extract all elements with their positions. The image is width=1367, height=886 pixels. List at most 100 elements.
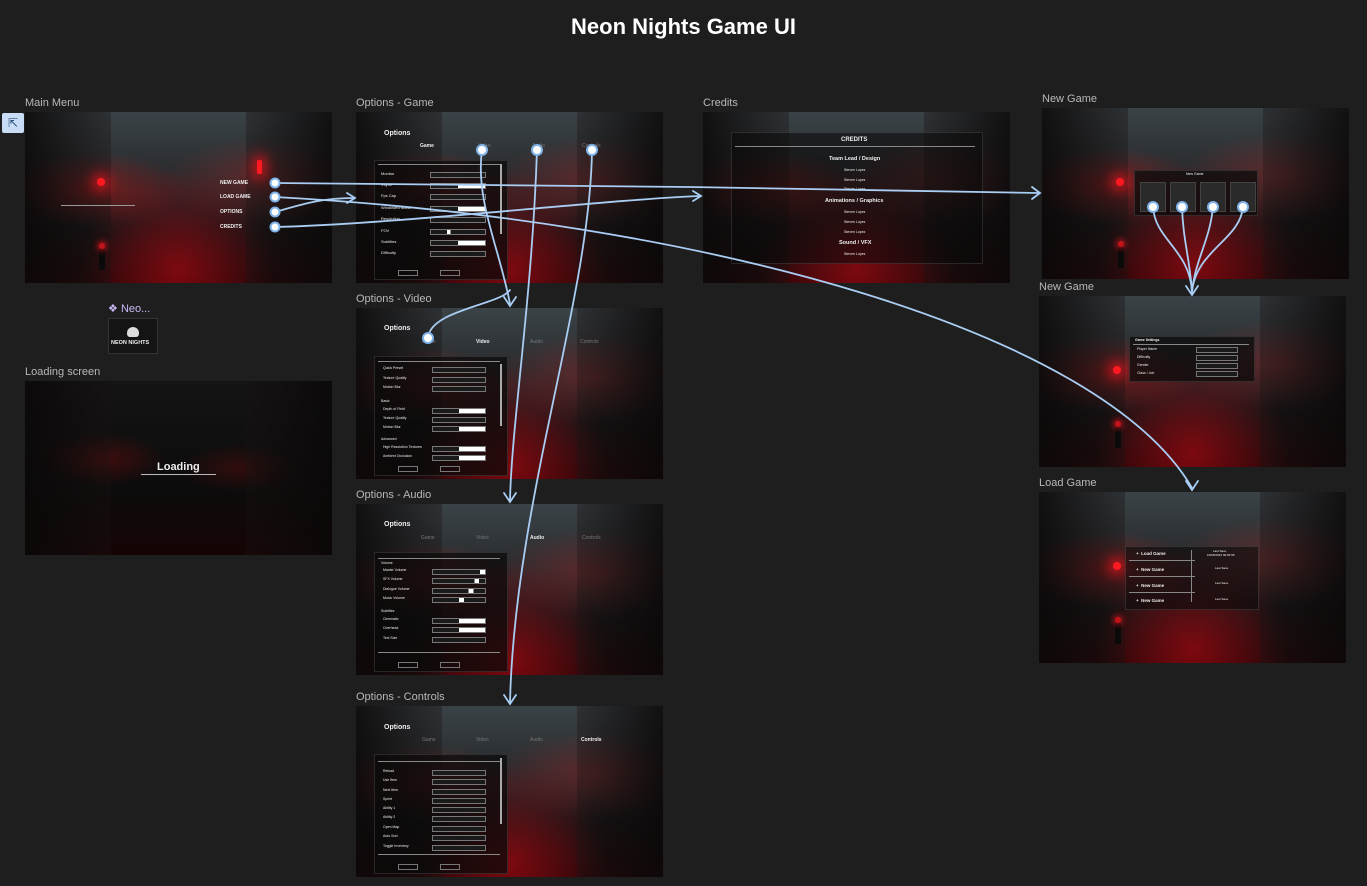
- tab-audio[interactable]: Audio: [530, 535, 545, 541]
- frame-label-new-game: New Game: [1039, 281, 1095, 293]
- option-row: Ambient Occlusion: [383, 454, 413, 458]
- option-row: Subtitles: [381, 609, 395, 613]
- credits-section: Animations / Graphics: [825, 198, 884, 204]
- reset-button[interactable]: [398, 466, 418, 472]
- reset-button[interactable]: [398, 662, 418, 668]
- options-game-frame[interactable]: Options Game Video Audio Controls Monito…: [356, 112, 663, 283]
- edit-cursor-icon[interactable]: ⇱: [2, 113, 24, 133]
- save-slot-title: Last Save: [1213, 549, 1227, 553]
- options-video-frame[interactable]: Options Game Video Audio Controls Quick …: [356, 308, 663, 479]
- option-row: Text Size: [383, 636, 398, 640]
- tab-audio[interactable]: Audio: [530, 339, 543, 345]
- tab-audio[interactable]: Audio: [532, 143, 545, 149]
- menu-item-credits[interactable]: CREDITS: [220, 224, 242, 230]
- tab-audio[interactable]: Audio: [530, 737, 543, 743]
- component-label[interactable]: ❖ Neo...: [108, 303, 151, 315]
- slot-card[interactable]: [1170, 182, 1196, 212]
- new-game-settings-frame[interactable]: Game Settings Player Name Difficulty Gen…: [1039, 296, 1346, 467]
- slot-card[interactable]: [1140, 182, 1166, 212]
- loading-screen-frame[interactable]: Loading: [25, 381, 332, 555]
- flow-options-arrow: [346, 192, 357, 204]
- menu-item-load-game[interactable]: LOAD GAME: [220, 194, 251, 200]
- apply-button[interactable]: [440, 466, 460, 472]
- option-row: Fps Cap: [381, 193, 397, 198]
- control-row: Auto Sort: [383, 834, 398, 838]
- menu-item-options[interactable]: OPTIONS: [220, 209, 243, 215]
- setting-row: Difficulty: [1137, 355, 1151, 359]
- option-row: Overhead: [383, 626, 399, 630]
- load-item[interactable]: + New Game: [1136, 598, 1165, 603]
- load-item[interactable]: + New Game: [1136, 583, 1165, 588]
- flow-tab-controls-arrow: [503, 694, 517, 706]
- page-title: Neon Nights Game UI: [571, 14, 796, 39]
- options-controls-frame[interactable]: Options Game Video Audio Controls Reload…: [356, 706, 663, 877]
- tab-game[interactable]: Game: [422, 737, 436, 743]
- option-row: Windowed Mode: [381, 205, 411, 210]
- tab-video[interactable]: Video: [476, 339, 490, 345]
- credits-name: Steven Lopez: [844, 220, 866, 224]
- frame-label-main-menu: Main Menu: [25, 97, 80, 109]
- apply-button[interactable]: [440, 270, 460, 276]
- tab-game[interactable]: Game: [420, 143, 434, 149]
- option-row: Texture Quality: [383, 416, 407, 420]
- flow-credits-arrow: [692, 190, 703, 202]
- option-row: Volume: [381, 561, 393, 565]
- control-row: Toggle Inventory: [383, 844, 409, 848]
- flow-tab-audio-arrow: [503, 492, 517, 504]
- logo-text: NEON NIGHTS: [111, 340, 150, 346]
- tab-video[interactable]: Video: [476, 737, 489, 743]
- credits-name: Steven Lopez: [844, 168, 866, 172]
- control-row: Open Map: [383, 825, 400, 829]
- setting-row: Class / Job: [1137, 371, 1155, 375]
- options-heading: Options: [384, 325, 411, 332]
- options-audio-frame[interactable]: Options Game Video Audio Controls Volume…: [356, 504, 663, 675]
- control-row: Reload: [383, 769, 395, 773]
- options-heading: Options: [384, 724, 411, 731]
- frame-label-options-video: Options - Video: [356, 293, 432, 305]
- apply-button[interactable]: [440, 864, 460, 870]
- load-game-frame[interactable]: + Load Game + New Game + New Game + New …: [1039, 492, 1346, 663]
- menu-item-new-game[interactable]: NEW GAME: [220, 180, 249, 186]
- flow-slot-arrow: [1185, 285, 1199, 297]
- tab-controls[interactable]: Controls: [581, 737, 602, 743]
- control-row: Sprint: [383, 797, 393, 801]
- slot-card[interactable]: [1230, 182, 1256, 212]
- option-row: Motion Blur: [383, 385, 401, 389]
- frame-label-options-audio: Options - Audio: [356, 489, 432, 501]
- load-item[interactable]: + Load Game: [1136, 551, 1166, 556]
- load-item[interactable]: + New Game: [1136, 567, 1165, 572]
- new-game-frame[interactable]: New Game: [1042, 108, 1349, 279]
- tab-game[interactable]: Game: [421, 535, 435, 541]
- tab-controls[interactable]: Controls: [582, 535, 601, 541]
- reset-button[interactable]: [398, 864, 418, 870]
- credits-name: Steven Lopez: [844, 210, 866, 214]
- neon-nights-logo[interactable]: NEON NIGHTS: [108, 318, 158, 354]
- option-row: Motion Blur: [383, 425, 401, 429]
- component-diamond-icon: ❖: [108, 303, 118, 315]
- option-row: Subtitles: [381, 239, 397, 244]
- tab-video[interactable]: Video: [476, 535, 489, 541]
- reset-button[interactable]: [398, 270, 418, 276]
- tab-game[interactable]: Game: [422, 339, 436, 345]
- save-slot-caption: Last Save: [1215, 597, 1229, 601]
- option-row: Vsync: [381, 182, 392, 187]
- apply-button[interactable]: [440, 662, 460, 668]
- option-row: Music Volume: [383, 596, 405, 600]
- option-row: FOV: [381, 228, 390, 233]
- credits-name: Steven Lopez: [844, 252, 866, 256]
- tab-controls[interactable]: Controls: [582, 143, 601, 149]
- tab-controls[interactable]: Controls: [580, 339, 599, 345]
- main-menu-frame[interactable]: NEW GAME LOAD GAME OPTIONS CREDITS: [25, 112, 332, 283]
- option-row: Resolution: [381, 216, 400, 221]
- credits-frame[interactable]: CREDITS Team Lead / Design Steven Lopez …: [703, 112, 1010, 283]
- credits-section: Team Lead / Design: [829, 156, 881, 162]
- slot-card[interactable]: [1200, 182, 1226, 212]
- tab-video[interactable]: Video: [478, 143, 491, 149]
- save-slot-caption: Last Save: [1215, 566, 1229, 570]
- option-row: High Resolution Textures: [383, 445, 422, 449]
- control-row: Ability 1: [383, 806, 396, 810]
- frame-label-load-game: Load Game: [1039, 477, 1097, 489]
- option-row: Monitor: [381, 171, 395, 176]
- new-game-heading: New Game: [1186, 172, 1204, 176]
- frame-label-credits: Credits: [703, 97, 738, 109]
